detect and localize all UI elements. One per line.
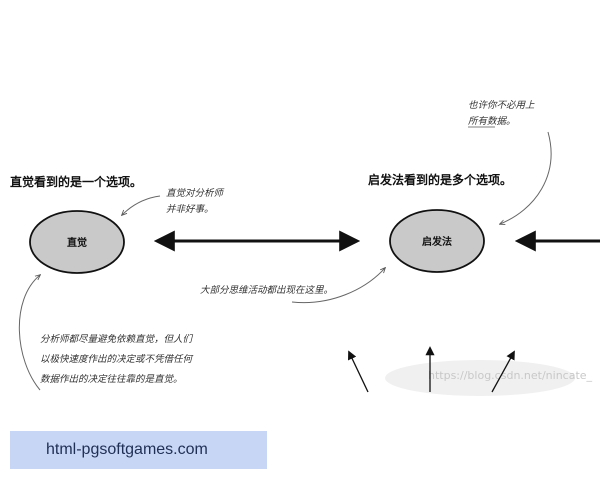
- watermark-text: https://blog.csdn.net/nincate_: [428, 369, 593, 382]
- heuristic-title: 启发法看到的是多个选项。: [368, 172, 512, 187]
- intuition-node-label: 直觉: [67, 236, 87, 249]
- note-top-right-arrow: [500, 131, 552, 224]
- heuristic-node-label: 启发法: [422, 235, 452, 248]
- intuition-node: [29, 210, 125, 274]
- note-intuition-line2: 并非好事。: [166, 203, 214, 215]
- heuristic-node: [389, 209, 485, 273]
- note-bottom-left-line3: 数据作出的决定往往靠的是直觉。: [40, 373, 183, 385]
- note-bottom-left-line2: 以极快速度作出的决定或不凭借任何: [40, 353, 194, 365]
- up-arrow-left: [348, 350, 369, 393]
- note-middle: 大部分思维活动都出现在这里。: [200, 284, 333, 296]
- note-top-right-line2: 所有数据。: [468, 116, 516, 127]
- note-bottom-left-line1: 分析师都尽量避免依赖直觉，但人们: [40, 333, 194, 345]
- note-middle-arrow: [291, 268, 385, 304]
- note-bottom-left-arrow: [18, 275, 40, 391]
- intuition-title: 直觉看到的是一个选项。: [10, 174, 142, 189]
- note-top-right-line1: 也许你不必用上: [468, 100, 535, 111]
- site-banner: html-pgsoftgames.com: [10, 431, 267, 469]
- watermark-blob: [385, 360, 575, 396]
- up-arrow-right: [491, 350, 515, 393]
- note-intuition-line1: 直觉对分析师: [166, 188, 225, 199]
- note-intuition-arrow: [122, 195, 161, 215]
- banner-text: html-pgsoftgames.com: [46, 441, 208, 458]
